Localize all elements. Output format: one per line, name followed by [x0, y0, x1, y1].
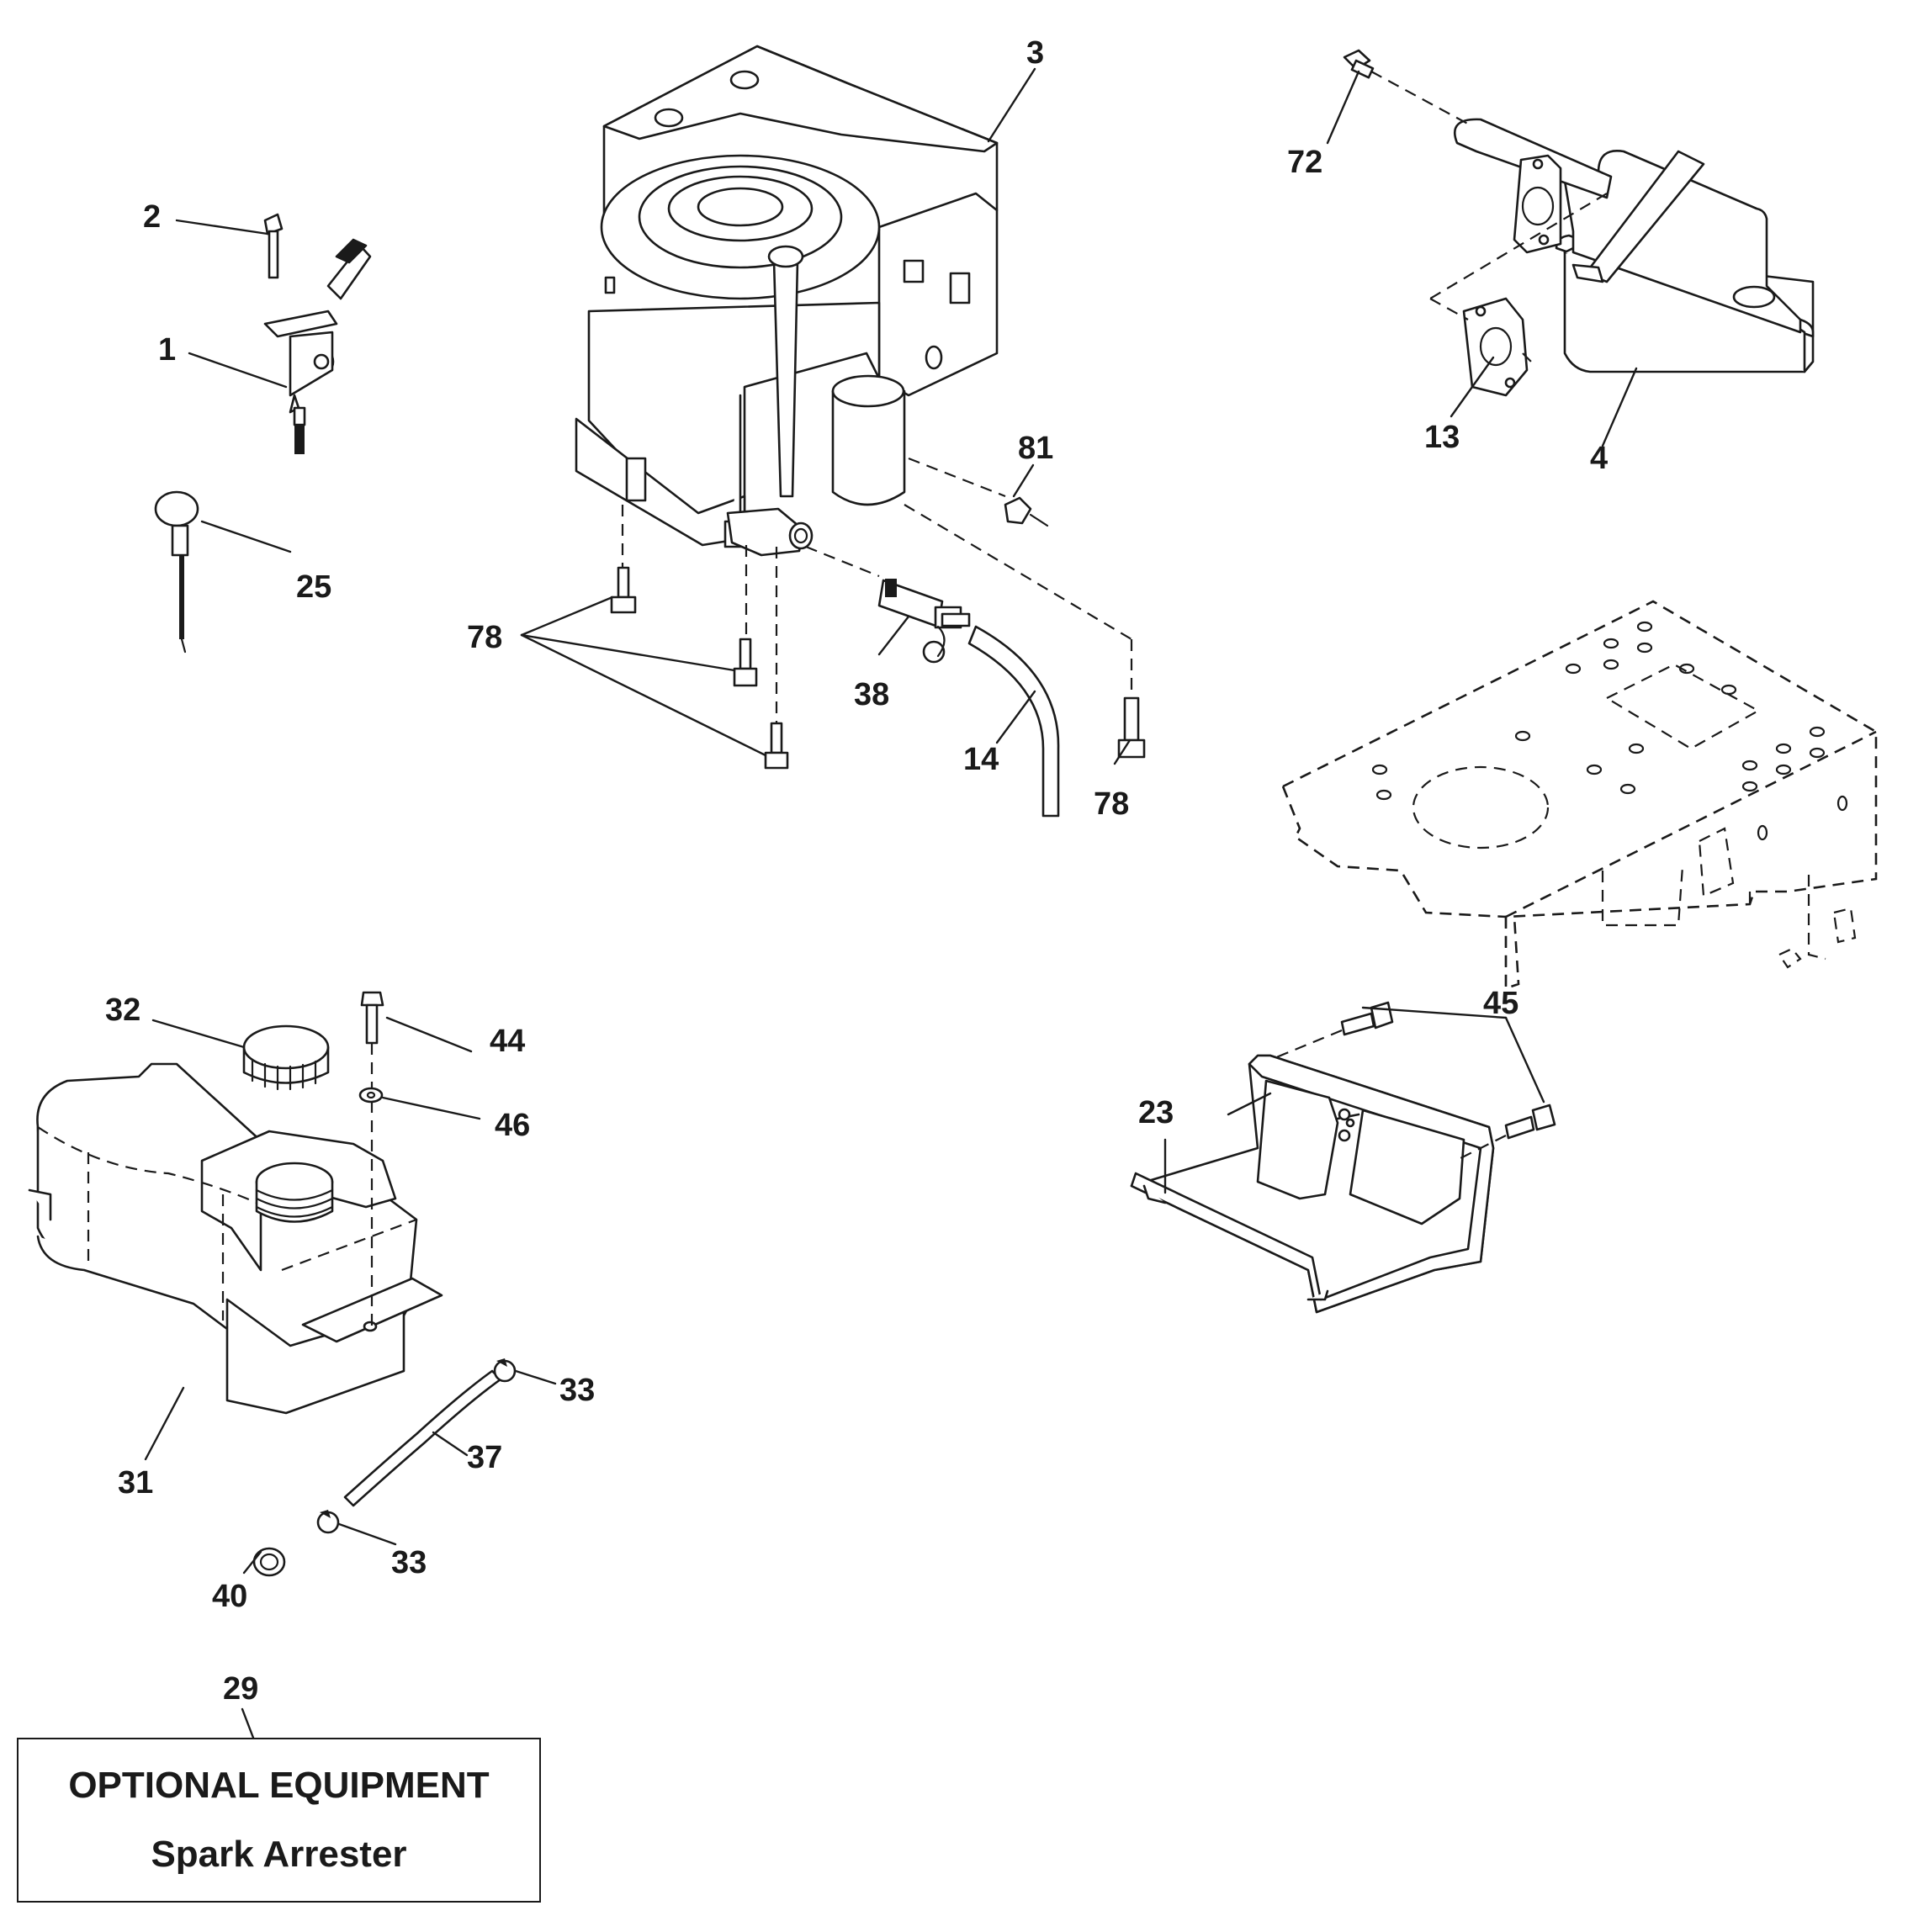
callout-78-right: 78 [1094, 786, 1129, 822]
leader-lines [144, 67, 1638, 1739]
chassis-frame [1281, 600, 1878, 990]
callout-38: 38 [854, 677, 889, 712]
optional-equipment-box: OPTIONAL EQUIPMENT Spark Arrester [17, 1738, 541, 1903]
muffler-guides [1370, 71, 1608, 363]
fuel-cap-part-32 [242, 1024, 330, 1091]
hose-part-14 [967, 625, 1060, 818]
screw-part-44 [360, 991, 384, 1329]
callout-33-bottom: 33 [391, 1545, 427, 1580]
callout-37: 37 [467, 1440, 502, 1475]
clamp-part-33 [316, 1358, 517, 1534]
bushing-part-40 [252, 1547, 286, 1577]
nut-part-81 [1004, 496, 1049, 527]
callout-3: 3 [1026, 35, 1044, 71]
plate-part-23 [1130, 1054, 1495, 1314]
callout-1: 1 [158, 332, 176, 368]
callout-46: 46 [495, 1108, 530, 1143]
callout-32: 32 [105, 992, 140, 1028]
callout-45: 45 [1483, 986, 1518, 1021]
callout-2: 2 [143, 199, 161, 235]
optional-equipment-item: Spark Arrester [151, 1834, 407, 1875]
washer-part-46 [358, 1087, 384, 1104]
fuel-line-part-37 [343, 1369, 502, 1507]
plate-guides [1269, 1029, 1507, 1162]
callout-81: 81 [1018, 431, 1053, 466]
callout-4: 4 [1590, 441, 1608, 476]
callout-78-left: 78 [467, 620, 502, 655]
callout-14: 14 [963, 742, 999, 777]
throttle-control-part-1 [263, 213, 372, 454]
drain-valve-part-38 [877, 579, 971, 664]
callout-29: 29 [223, 1671, 258, 1707]
engine-part-3 [575, 45, 999, 557]
bolt-part-78 [610, 566, 1146, 770]
callout-72: 72 [1287, 145, 1322, 180]
choke-knob-part-25 [154, 490, 199, 654]
gasket-part-13 [1462, 154, 1562, 397]
callout-33-top: 33 [559, 1373, 595, 1408]
callout-labels: 3 2 1 25 81 72 13 4 78 38 14 78 45 23 32… [105, 35, 1608, 1707]
screw-part-72 [1343, 49, 1375, 79]
engine-mount-guides [621, 457, 1133, 723]
optional-equipment-title: OPTIONAL EQUIPMENT [68, 1765, 490, 1806]
callout-25: 25 [296, 569, 331, 605]
callout-40: 40 [212, 1579, 247, 1614]
fuel-tank-part-31 [28, 1062, 443, 1415]
callout-31: 31 [118, 1465, 153, 1501]
callout-13: 13 [1424, 420, 1460, 455]
callout-44: 44 [490, 1024, 525, 1059]
callout-23: 23 [1138, 1095, 1174, 1130]
